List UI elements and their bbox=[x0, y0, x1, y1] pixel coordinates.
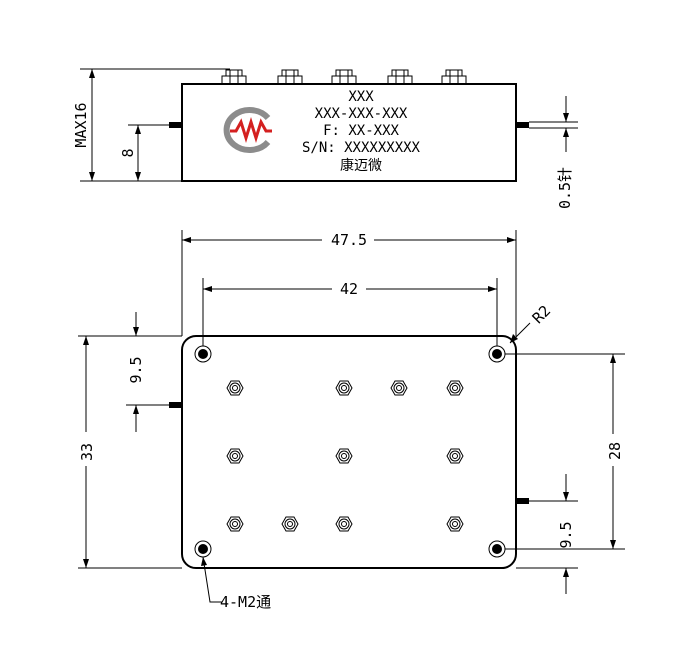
dim-overall-width: 47.5 bbox=[181, 230, 517, 336]
dim-max-height: MAX16 bbox=[72, 68, 230, 182]
label-line-1: XXX bbox=[348, 89, 374, 105]
dim-pin-height: 8 bbox=[119, 124, 169, 181]
dim-overall-width-label: 47.5 bbox=[331, 231, 367, 249]
connector-nut bbox=[226, 448, 244, 464]
top-connector bbox=[441, 69, 467, 85]
dim-left-pin-offset-label: 9.5 bbox=[127, 356, 145, 383]
dim-left-pin-offset: 9.5 bbox=[126, 312, 169, 432]
dim-mounting-holes: 4-M2通 bbox=[201, 556, 271, 611]
dim-pin-size: 0.5针 bbox=[529, 96, 578, 209]
top-connectors bbox=[221, 69, 467, 85]
connector-nut bbox=[335, 380, 353, 396]
dim-right-pin-offset-label: 9.5 bbox=[557, 521, 575, 548]
label-line-5: 康迈微 bbox=[340, 157, 382, 174]
plan-left-pin bbox=[169, 402, 182, 408]
connector-nut bbox=[446, 516, 464, 532]
mounting-hole bbox=[194, 345, 212, 363]
mounting-hole bbox=[488, 345, 506, 363]
dim-pin-size-label: 0.5针 bbox=[556, 167, 574, 209]
plan-body bbox=[181, 335, 517, 569]
mounting-hole bbox=[488, 540, 506, 558]
label-line-3: F: XX-XXX bbox=[323, 123, 399, 139]
dim-hole-spacing-x: 42 bbox=[202, 278, 498, 346]
dim-hole-spacing-y-label: 28 bbox=[606, 442, 624, 460]
logo-icon bbox=[223, 107, 272, 153]
dim-right-pin-offset: 9.5 bbox=[516, 474, 578, 594]
dim-max-height-label: MAX16 bbox=[72, 102, 90, 147]
dim-mounting-holes-label: 4-M2通 bbox=[220, 593, 271, 611]
left-pin bbox=[169, 122, 182, 128]
top-connector bbox=[277, 69, 303, 85]
connector-nut bbox=[226, 516, 244, 532]
plan-view: 47.5 42 R2 33 bbox=[76, 230, 625, 611]
dim-corner-radius-label: R2 bbox=[529, 302, 555, 328]
right-pin bbox=[516, 122, 529, 128]
connector-nut bbox=[226, 380, 244, 396]
mounting-hole bbox=[194, 540, 212, 558]
connector-nut bbox=[446, 448, 464, 464]
side-body bbox=[181, 83, 517, 182]
dim-hole-spacing-x-label: 42 bbox=[340, 280, 358, 298]
top-connector bbox=[387, 69, 413, 85]
dim-hole-spacing-y: 28 bbox=[505, 353, 625, 550]
connector-nut bbox=[335, 516, 353, 532]
dim-overall-height: 33 bbox=[76, 335, 182, 569]
connector-nut bbox=[390, 380, 408, 396]
connector-nut bbox=[446, 380, 464, 396]
connector-nut bbox=[281, 516, 299, 532]
label-line-2: XXX-XXX-XXX bbox=[315, 106, 408, 122]
dim-pin-height-label: 8 bbox=[119, 148, 137, 157]
top-connector bbox=[221, 69, 247, 85]
connector-nut bbox=[335, 448, 353, 464]
label-line-4: S/N: XXXXXXXXX bbox=[302, 140, 421, 156]
dim-corner-radius: R2 bbox=[509, 302, 555, 344]
connector-nuts bbox=[226, 380, 464, 532]
dim-overall-height-label: 33 bbox=[78, 443, 96, 461]
plan-right-pin bbox=[516, 498, 529, 504]
top-connector bbox=[331, 69, 357, 85]
side-view: XXX XXX-XXX-XXX F: XX-XXX S/N: XXXXXXXXX… bbox=[72, 68, 578, 209]
